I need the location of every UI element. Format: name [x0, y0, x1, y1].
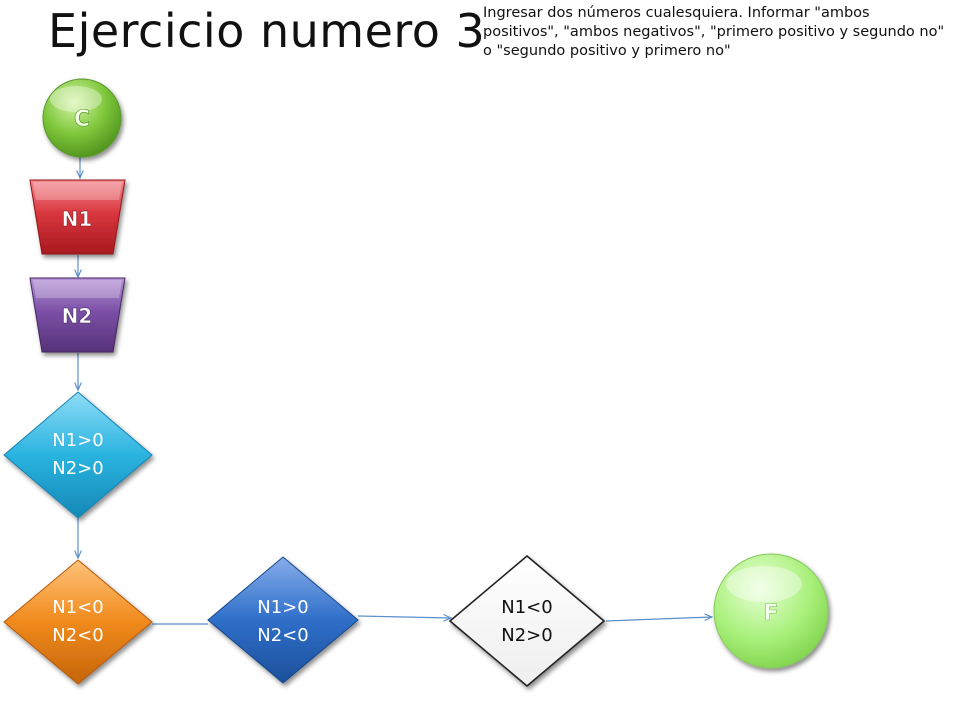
decision-3-node — [207, 556, 359, 684]
input-n1-node — [29, 179, 126, 255]
decision-3-line2: N2<0 — [257, 625, 308, 646]
decision-1-line1: N1>0 — [52, 430, 103, 451]
decision-1-line2: N2>0 — [52, 458, 103, 479]
decision-1-node — [3, 391, 153, 519]
connector-decision-4-to-end — [605, 617, 712, 622]
connector-decision-3-to-decision-4 — [357, 616, 451, 618]
start-node — [42, 78, 122, 158]
input-n1-label: N1 — [62, 207, 93, 231]
end-node — [713, 553, 829, 669]
connectors — [78, 155, 712, 625]
decision-2-node — [3, 559, 153, 685]
input-n2-node — [29, 277, 126, 353]
decision-2-line2: N2<0 — [52, 625, 103, 646]
end-node-label: F — [763, 601, 778, 626]
decision-4-line2: N2>0 — [501, 625, 552, 646]
page-title: Ejercicio numero 3 — [48, 4, 486, 58]
decision-3-line1: N1>0 — [257, 597, 308, 618]
input-n2-label: N2 — [62, 304, 93, 328]
decision-4-node — [448, 554, 606, 688]
decision-4-line1: N1<0 — [501, 597, 552, 618]
start-node-label: C — [74, 107, 90, 132]
exercise-description: Ingresar dos números cualesquiera. Infor… — [483, 5, 945, 59]
decision-2-line1: N1<0 — [52, 597, 103, 618]
